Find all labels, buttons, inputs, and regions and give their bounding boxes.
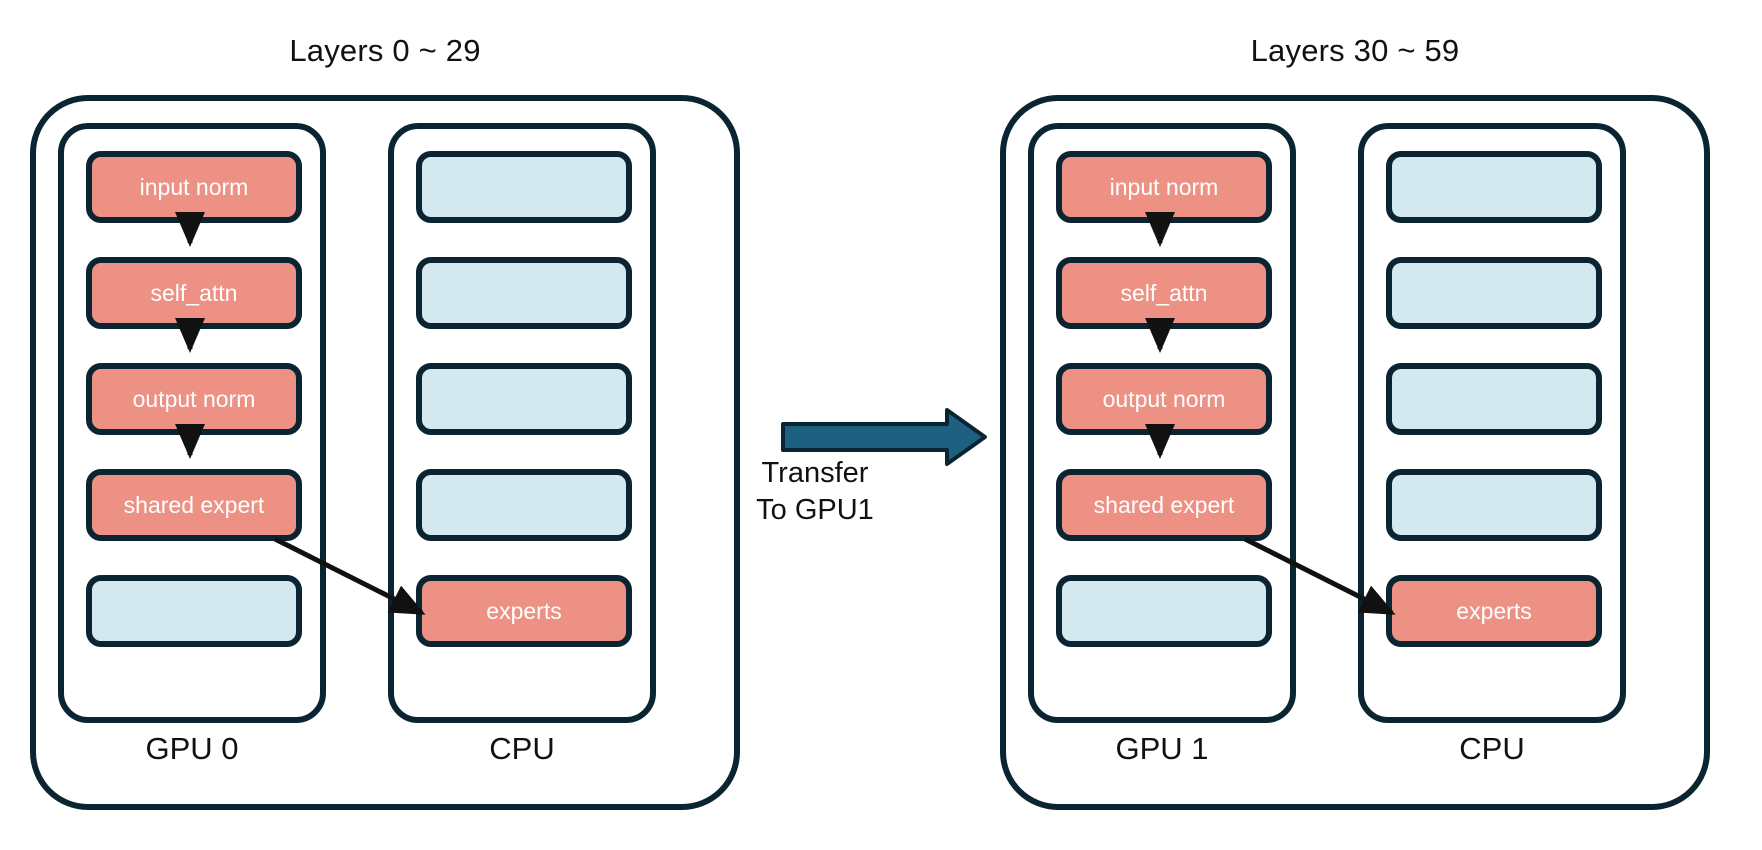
block-experts-cpu0[interactable]: experts: [416, 575, 632, 647]
layer-group-0-title: Layers 0 ~ 29: [289, 33, 481, 68]
gpu-column-0: input norm self_attn output norm shared …: [58, 123, 326, 723]
block-empty-cpu0-0[interactable]: [416, 151, 632, 223]
block-output-norm-gpu0[interactable]: output norm: [86, 363, 302, 435]
block-shared-expert-gpu0[interactable]: shared expert: [86, 469, 302, 541]
block-empty-cpu1-0[interactable]: [1386, 151, 1602, 223]
layer-group-1-title: Layers 30 ~ 59: [1250, 33, 1460, 68]
block-empty-gpu1[interactable]: [1056, 575, 1272, 647]
layer-group-0: Layers 0 ~ 29 input norm self_attn outpu…: [30, 33, 740, 810]
transfer-label-line-2: To GPU1: [756, 494, 874, 527]
block-empty-cpu1-1[interactable]: [1386, 257, 1602, 329]
cpu-column-1-label: CPU: [1459, 731, 1525, 766]
block-empty-cpu0-1[interactable]: [416, 257, 632, 329]
block-shared-expert-gpu1[interactable]: shared expert: [1056, 469, 1272, 541]
block-self-attn-gpu0[interactable]: self_attn: [86, 257, 302, 329]
block-empty-cpu1-3[interactable]: [1386, 469, 1602, 541]
gpu-column-1-label: GPU 1: [1115, 731, 1209, 766]
block-empty-gpu0[interactable]: [86, 575, 302, 647]
block-empty-cpu0-3[interactable]: [416, 469, 632, 541]
cpu-column-1: experts: [1358, 123, 1626, 723]
cpu-column-0: experts: [388, 123, 656, 723]
transfer-label: Transfer To GPU1: [700, 455, 930, 529]
layer-group-1: Layers 30 ~ 59 input norm self_attn outp…: [1000, 33, 1710, 810]
block-input-norm-gpu0[interactable]: input norm: [86, 151, 302, 223]
gpu-column-1: input norm self_attn output norm shared …: [1028, 123, 1296, 723]
block-input-norm-gpu1[interactable]: input norm: [1056, 151, 1272, 223]
block-empty-cpu0-2[interactable]: [416, 363, 632, 435]
gpu-column-0-label: GPU 0: [145, 731, 239, 766]
block-experts-cpu1[interactable]: experts: [1386, 575, 1602, 647]
transfer-label-line-1: Transfer: [761, 457, 869, 489]
block-empty-cpu1-2[interactable]: [1386, 363, 1602, 435]
block-output-norm-gpu1[interactable]: output norm: [1056, 363, 1272, 435]
block-self-attn-gpu1[interactable]: self_attn: [1056, 257, 1272, 329]
cpu-column-0-label: CPU: [489, 731, 555, 766]
